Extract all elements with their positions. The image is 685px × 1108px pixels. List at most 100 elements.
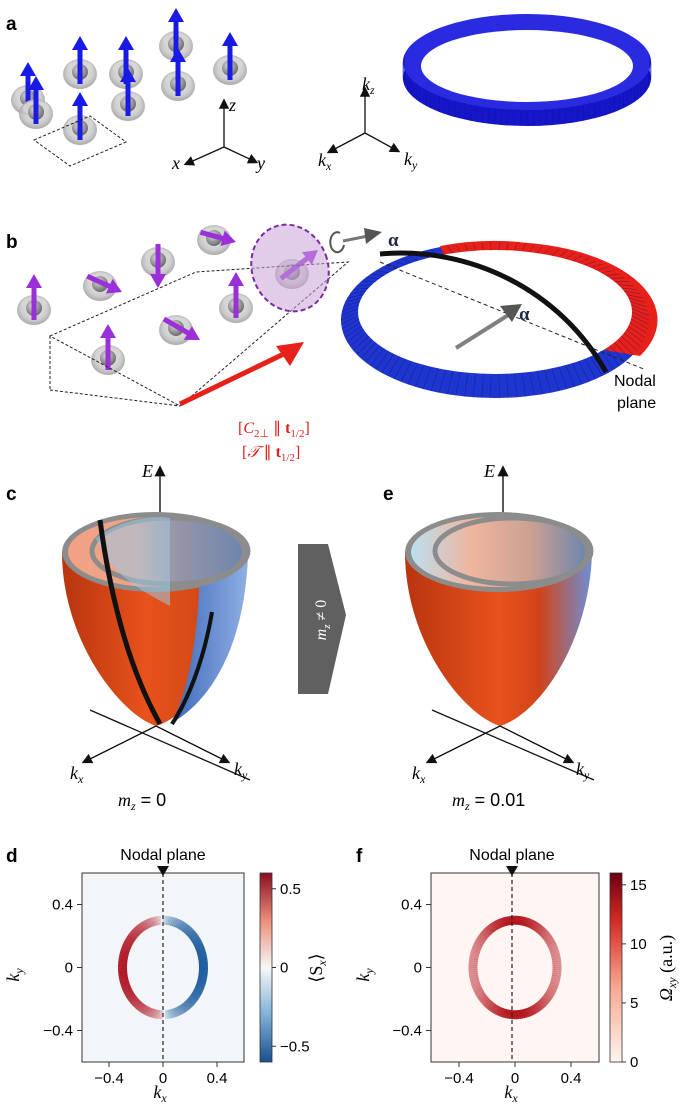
ring-segment	[172, 921, 174, 922]
spin-atom-b	[159, 315, 200, 345]
ring-segment	[555, 953, 556, 955]
caption-c: mz = 0	[118, 790, 166, 813]
ring-segment	[492, 1007, 494, 1008]
ring-segment	[138, 929, 140, 930]
panel-label-e: e	[383, 484, 394, 505]
colorbar-tick-label: 5	[630, 995, 638, 1012]
ring-segment	[125, 984, 126, 986]
ring-segment	[490, 1006, 492, 1007]
x-tick-label: 0.4	[561, 1070, 582, 1087]
ring-segment	[550, 941, 551, 943]
highlighted-atom-ellipse	[239, 214, 341, 323]
ring-segment	[124, 980, 125, 982]
ring-segment	[479, 992, 480, 994]
ring-segment	[476, 947, 477, 949]
energy-axis-label-c: E	[141, 461, 153, 481]
y-tick-label: −0.4	[392, 1023, 422, 1040]
ring-segment	[196, 940, 197, 942]
ring-segment	[187, 1004, 189, 1005]
ring-segment	[195, 938, 196, 940]
y-tick-label: 0.4	[401, 897, 422, 914]
kx-axis-label-e: kx	[412, 763, 426, 786]
transition-arrow: mz ≠ 0	[298, 544, 346, 694]
spin-atom-a	[213, 32, 247, 85]
ring-segment	[139, 1006, 141, 1007]
ring-segment	[475, 951, 476, 953]
ring-segment	[144, 1009, 146, 1010]
ring-segment	[134, 1000, 135, 1002]
ring-segment	[502, 922, 504, 923]
ring-segment	[500, 1012, 502, 1013]
x-tick-label: −0.4	[94, 1070, 124, 1087]
ring-segment	[487, 931, 489, 932]
colorbar-tick-label: 15	[630, 877, 647, 894]
ring-segment	[489, 1004, 491, 1005]
ring-segment	[131, 997, 132, 999]
ring-segment	[554, 949, 555, 951]
ring-segment	[474, 955, 475, 957]
heatmap-frame-f	[431, 873, 599, 1062]
band-structure-e: E	[405, 461, 594, 780]
ring-segment	[533, 925, 535, 926]
ring-segment	[135, 932, 136, 934]
ring-segment	[535, 1008, 537, 1009]
ring-segment	[542, 932, 544, 934]
ring-segment	[475, 982, 476, 984]
ring-segment	[497, 1010, 499, 1011]
heatmap-chart-f: Nodal plane −0.400.40.40−0.4 ky kx 15105…	[353, 847, 679, 1105]
ring-segment	[187, 929, 189, 930]
x-tick-label: −0.4	[444, 1070, 474, 1087]
ring-segment	[198, 990, 199, 992]
ring-segment	[184, 1007, 186, 1008]
chart-title-f: Nodal plane	[469, 847, 555, 864]
panel-label-d: d	[6, 846, 18, 867]
ring-segment	[190, 1002, 191, 1004]
ring-segment	[543, 1002, 545, 1004]
panel-label-f: f	[356, 846, 363, 867]
colorbar-label-d: ⟨Sx⟩	[306, 953, 329, 982]
ring-segment	[134, 933, 135, 935]
symmetry-label-2: [𝒯 ∥ t1/2]	[242, 444, 300, 464]
ylabel-f: ky	[353, 968, 376, 982]
ring-segment	[544, 933, 545, 935]
ring-segment	[500, 923, 502, 924]
ring-segment	[128, 992, 129, 994]
ring-segment	[482, 997, 483, 999]
ring-segment	[128, 941, 129, 943]
ring-segment	[545, 998, 546, 1000]
ring-segment	[198, 943, 199, 945]
ring-segment	[487, 1003, 489, 1004]
axis-label-kx: kx	[318, 150, 332, 173]
ring-segment	[554, 951, 555, 953]
ring-segment	[127, 943, 128, 945]
energy-axis-label-e: E	[483, 461, 495, 481]
spin-atom-b	[91, 324, 125, 375]
k-space-axes: kz kx ky	[318, 74, 418, 173]
ring-segment	[541, 930, 543, 931]
ring-segment	[180, 925, 182, 926]
ring-segment	[147, 1011, 149, 1012]
ring-segment	[549, 993, 550, 995]
axis-label-y: y	[255, 153, 265, 173]
ring-segment	[483, 935, 484, 937]
spin-atom-b	[219, 272, 253, 323]
ring-segment	[179, 1010, 181, 1011]
ring-segment	[142, 1008, 144, 1009]
ky-axis-label-c: ky	[234, 759, 248, 782]
ring-segment	[133, 999, 134, 1001]
colorbar-tick-label: 0	[280, 960, 288, 977]
ring-segment	[550, 992, 551, 994]
symmetry-label-1: [C2⊥ ∥ t1/2]	[238, 420, 310, 440]
ring-segment	[533, 1009, 535, 1010]
ring-segment	[188, 930, 190, 931]
ring-segment	[474, 953, 475, 955]
ring-segment	[152, 921, 154, 922]
ring-segment	[485, 1000, 486, 1002]
ring-segment	[537, 1007, 539, 1008]
ring-segment	[486, 932, 488, 934]
ring-segment	[199, 988, 200, 990]
ring-segment	[145, 924, 147, 925]
ring-segment	[200, 984, 201, 986]
ring-segment	[528, 922, 530, 923]
ring-segment	[551, 943, 552, 945]
